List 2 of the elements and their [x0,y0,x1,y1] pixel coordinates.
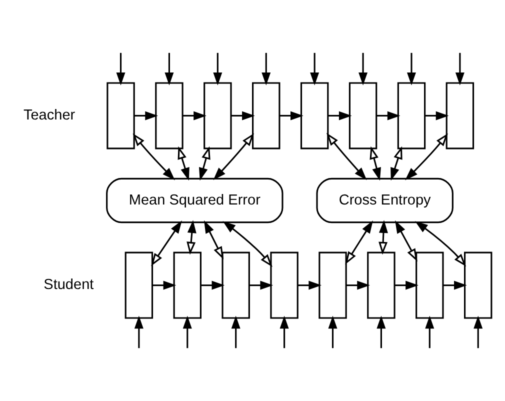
label: Teacher [23,107,76,124]
label: Student [44,277,94,294]
